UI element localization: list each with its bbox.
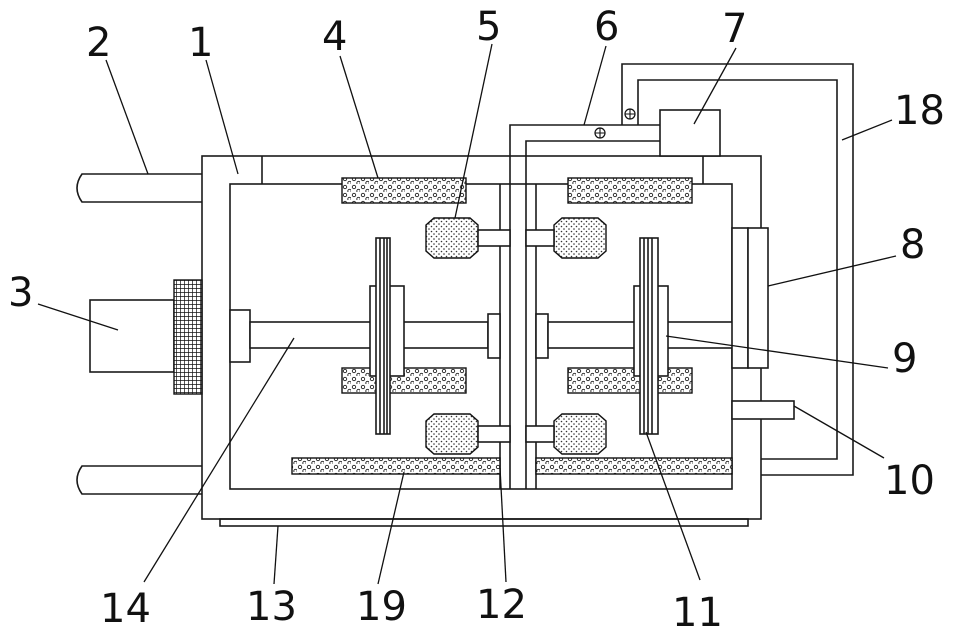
label-19: 19 (356, 584, 407, 630)
valve-icons (595, 109, 635, 138)
label-13: 13 (246, 584, 297, 630)
label-9: 9 (892, 336, 917, 382)
pump-box (660, 110, 720, 156)
drive-shafts (230, 310, 758, 362)
label-11: 11 (672, 590, 723, 633)
outlet-pipe (732, 401, 794, 419)
side-panel (732, 228, 768, 368)
label-12: 12 (476, 582, 527, 628)
motor (90, 280, 202, 394)
bottom-filter (292, 458, 732, 474)
label-4: 4 (322, 14, 347, 60)
label-3: 3 (8, 270, 33, 316)
label-18: 18 (894, 88, 945, 134)
label-2: 2 (86, 20, 111, 66)
label-1: 1 (188, 20, 213, 66)
label-5: 5 (476, 4, 501, 50)
label-10: 10 (884, 458, 935, 504)
label-8: 8 (900, 222, 925, 268)
label-7: 7 (722, 6, 747, 52)
label-14: 14 (100, 586, 151, 632)
base-plate (220, 519, 748, 526)
label-6: 6 (594, 4, 619, 50)
